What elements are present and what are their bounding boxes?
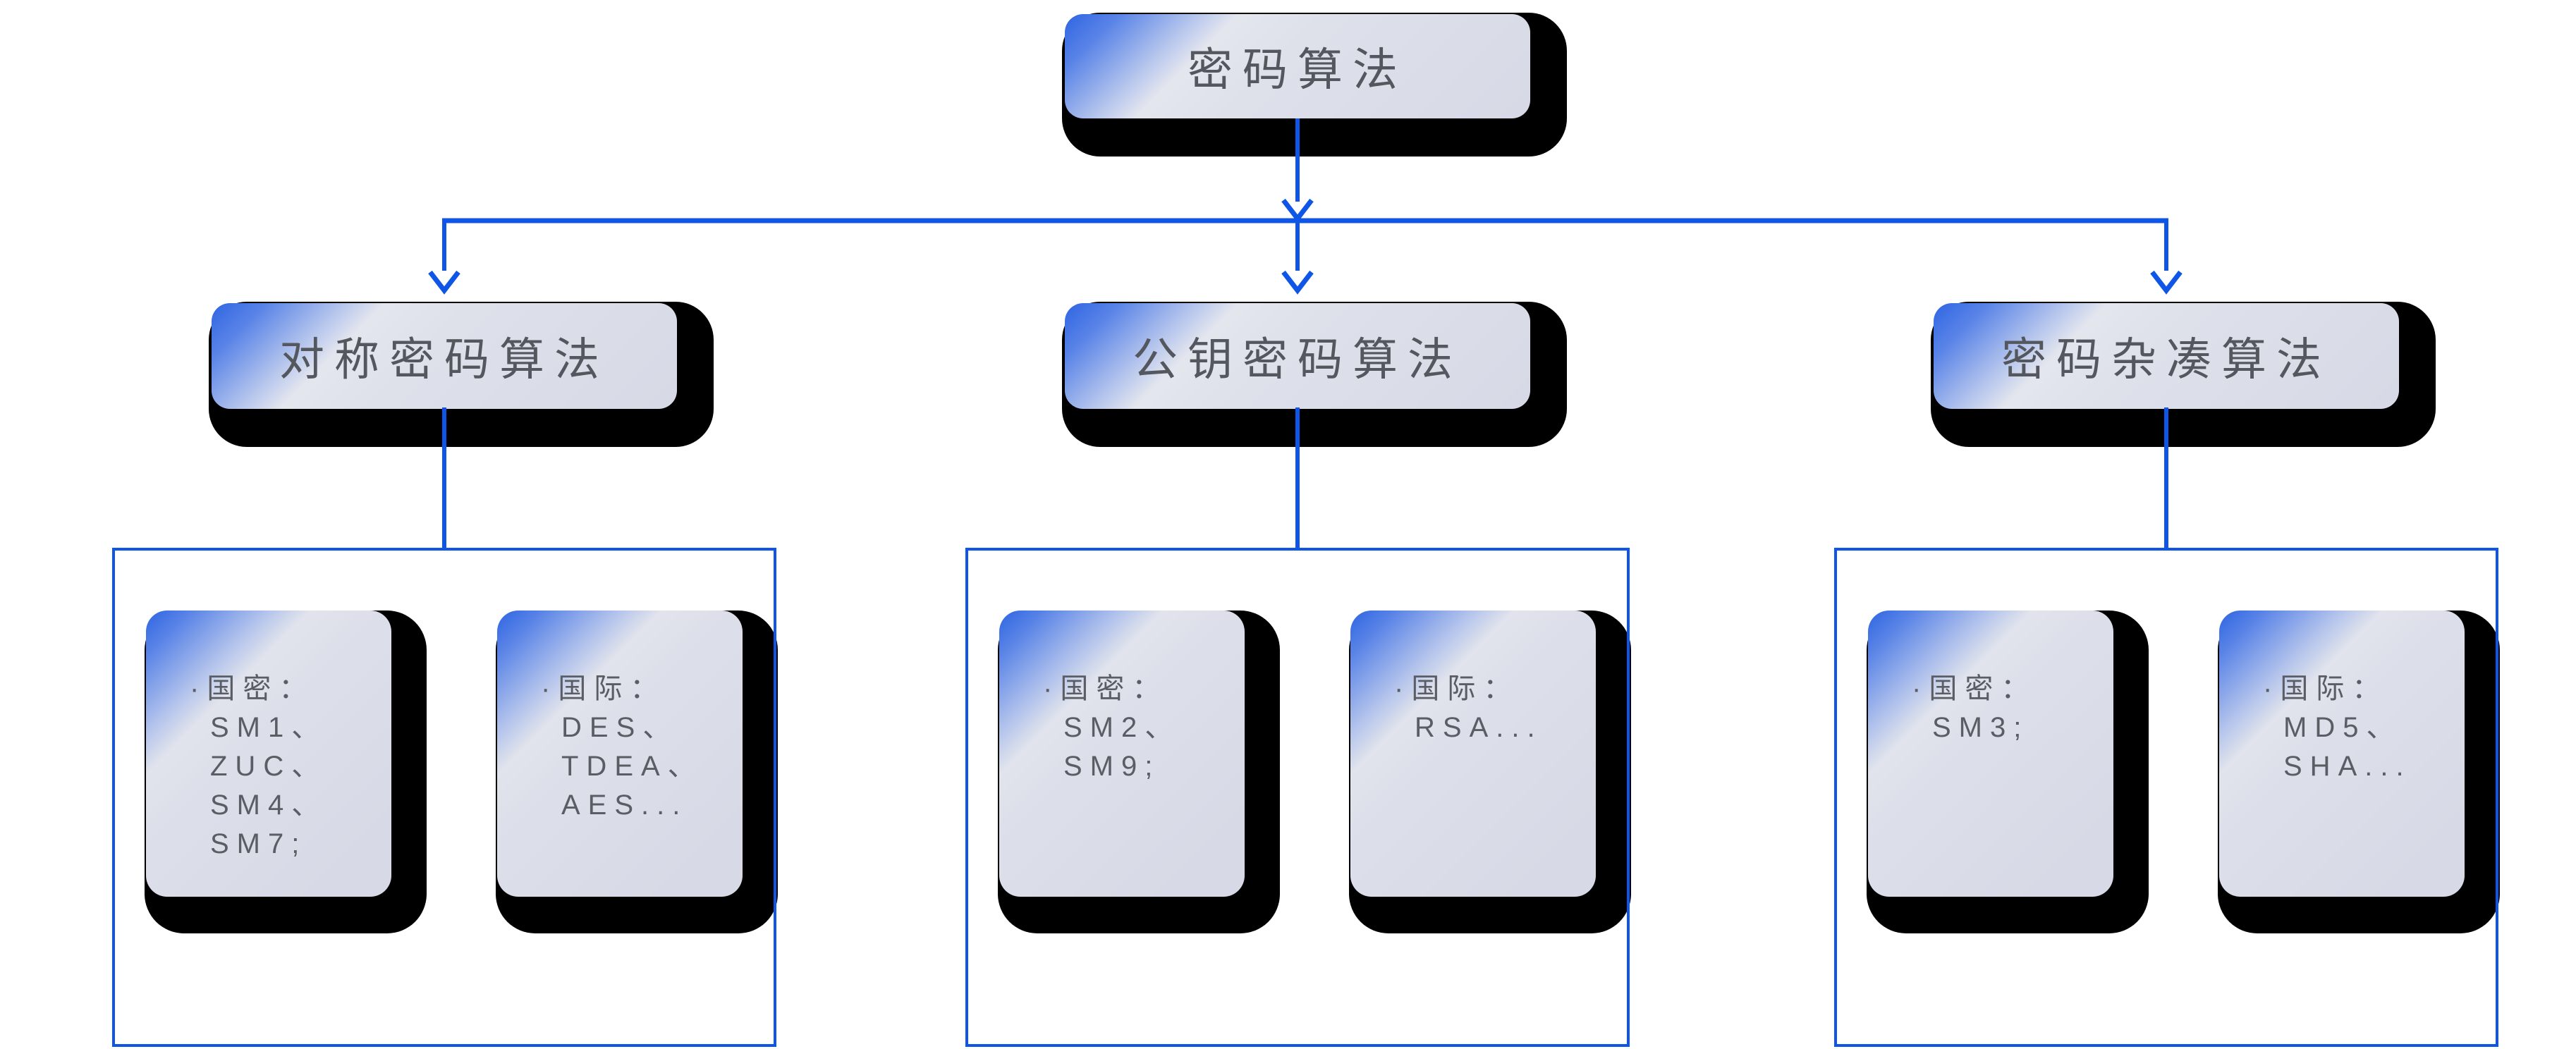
card-line: AES...: [561, 790, 688, 821]
card-hash-international: ·国际： MD5、 SHA...: [2219, 611, 2465, 897]
card-line: SM9;: [1063, 751, 1161, 782]
card-line: ·国密：: [1043, 673, 1168, 704]
node-crypto-algorithms: 密码算法: [1065, 14, 1530, 118]
card-hash-domestic: ·国密： SM3;: [1868, 611, 2113, 897]
card-line: SM4、: [210, 790, 328, 821]
card-line: ·国际：: [1394, 673, 1520, 704]
card-line: ·国密：: [190, 673, 315, 704]
arrow-down-icon: [428, 270, 460, 295]
card-line: TDEA、: [561, 751, 704, 782]
card-line: DES、: [561, 712, 679, 743]
card-line: ·国密：: [1912, 673, 2037, 704]
card-symmetric-domestic: ·国密： SM1、 ZUC、 SM4、 SM7;: [146, 611, 391, 897]
card-line: ·国际：: [2263, 673, 2388, 704]
card-line: SM2、: [1063, 712, 1181, 743]
node-label: 公钥密码算法: [1133, 334, 1463, 385]
card-text: ·国际： DES、 TDEA、 AES...: [497, 611, 743, 825]
node-hash-crypto: 密码杂凑算法: [1934, 303, 2399, 409]
node-label: 密码算法: [1188, 44, 1408, 95]
node-label: 密码杂凑算法: [2001, 334, 2331, 385]
card-line: SM7;: [210, 828, 307, 859]
card-line: MD5、: [2283, 712, 2403, 743]
node-public-key-crypto: 公钥密码算法: [1065, 303, 1530, 409]
arrow-down-icon: [1281, 198, 1314, 223]
node-symmetric-crypto: 对称密码算法: [212, 303, 677, 409]
card-public-key-domestic: ·国密： SM2、 SM9;: [999, 611, 1245, 897]
card-text: ·国际： MD5、 SHA...: [2219, 611, 2465, 786]
node-label: 对称密码算法: [279, 334, 609, 385]
arrow-down-icon: [1281, 270, 1314, 295]
card-line: SM3;: [1932, 712, 2029, 743]
card-line: SM1、: [210, 712, 328, 743]
card-public-key-international: ·国际： RSA...: [1350, 611, 1596, 897]
card-symmetric-international: ·国际： DES、 TDEA、 AES...: [497, 611, 743, 897]
card-line: RSA...: [1415, 712, 1543, 743]
card-line: SHA...: [2283, 751, 2412, 782]
arrow-down-icon: [2150, 270, 2183, 295]
card-text: ·国密： SM1、 ZUC、 SM4、 SM7;: [146, 611, 391, 864]
card-line: ·国际：: [541, 673, 666, 704]
card-text: ·国密： SM2、 SM9;: [999, 611, 1245, 786]
card-line: ZUC、: [210, 751, 328, 782]
card-text: ·国密： SM3;: [1868, 611, 2113, 747]
card-text: ·国际： RSA...: [1350, 611, 1596, 747]
